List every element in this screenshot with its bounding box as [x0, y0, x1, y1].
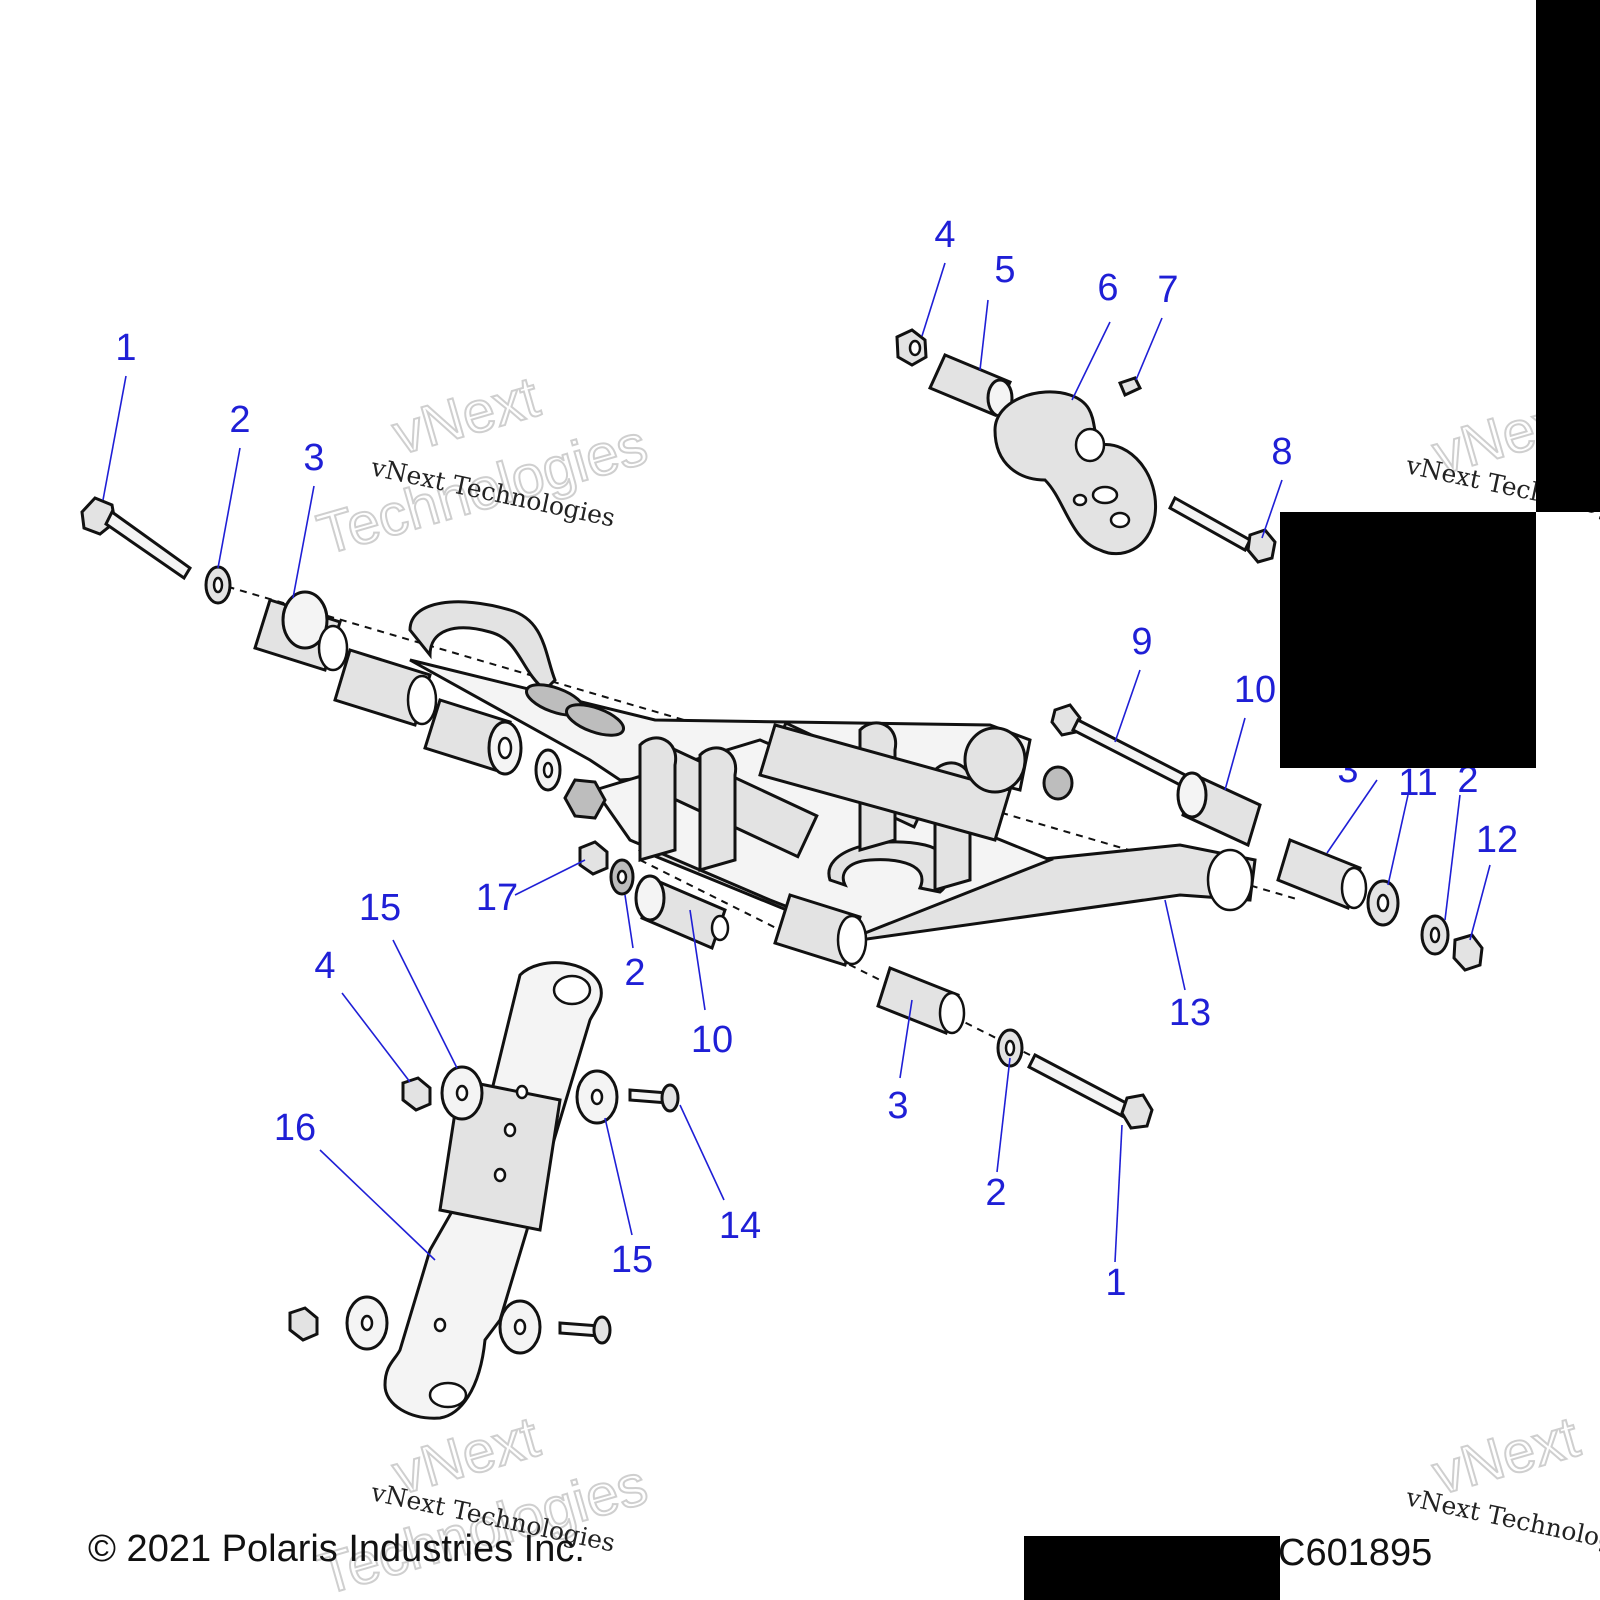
nut-4-lower: [401, 1076, 432, 1112]
washer-2-right: [1420, 914, 1450, 956]
bolt-8: [1168, 495, 1277, 564]
callout-4: 4: [934, 214, 955, 256]
callout-10: 10: [691, 1019, 733, 1061]
bracket-6: [993, 390, 1158, 556]
washer-link-lower-right: [498, 1299, 542, 1355]
callout-1: 1: [115, 327, 136, 369]
callout-12: 12: [1476, 819, 1518, 861]
washer-link-lower-left: [345, 1295, 389, 1351]
callout-6: 6: [1097, 267, 1118, 309]
nut-4-top: [895, 328, 928, 367]
figure-id: C601895: [1278, 1532, 1433, 1574]
redaction-block-right: [1280, 512, 1536, 768]
callout-15: 15: [611, 1239, 653, 1281]
nut-link-lower: [288, 1306, 319, 1342]
callout-2: 2: [229, 399, 250, 441]
bolt-9: [1050, 703, 1198, 793]
grease-fitting-7: [1117, 376, 1143, 398]
callout-2: 2: [1457, 759, 1478, 801]
nut-left-inner: [563, 778, 607, 820]
washer-15-right: [575, 1069, 619, 1125]
washer-2-mid: [609, 858, 635, 896]
callout-14: 14: [719, 1205, 761, 1247]
washer-left-inner: [534, 748, 562, 792]
watermark-small: vNext Technologies: [1403, 1482, 1600, 1562]
washer-11: [1366, 879, 1400, 927]
link-16: [383, 961, 603, 1420]
nut-17: [578, 840, 609, 876]
callout-10: 10: [1234, 669, 1276, 711]
callout-3: 3: [887, 1085, 908, 1127]
callout-16: 16: [274, 1107, 316, 1149]
bolt-14: [628, 1083, 680, 1113]
bushing-3-left: [253, 590, 349, 672]
callout-2: 2: [985, 1172, 1006, 1214]
callout-9: 9: [1131, 621, 1152, 663]
bushing-left-3: [423, 698, 523, 776]
nut-12: [1452, 933, 1484, 972]
callout-11: 11: [1398, 762, 1437, 804]
callout-17: 17: [476, 877, 518, 919]
callout-2: 2: [624, 952, 645, 994]
callout-5: 5: [994, 249, 1015, 291]
bushing-10-right: [1176, 771, 1262, 848]
callout-7: 7: [1157, 269, 1178, 311]
callout-1: 1: [1105, 1262, 1126, 1304]
washer-2-lower: [996, 1028, 1024, 1068]
washer-2-upper: [204, 565, 232, 605]
callout-15: 15: [359, 887, 401, 929]
bushing-left-2: [333, 648, 438, 727]
watermark-top-left: vNext Technologies vNext Technologies: [310, 363, 655, 568]
bolt-1-lower: [1027, 1052, 1154, 1130]
bolt-link-lower: [558, 1315, 612, 1345]
callout-4: 4: [314, 945, 335, 987]
copyright-text: © 2021 Polaris Industries Inc.: [88, 1528, 585, 1570]
bolt-1-upper: [80, 496, 192, 581]
bushing-3-lower: [876, 966, 966, 1035]
bushing-10-lower: [634, 874, 730, 951]
callout-3: 3: [303, 437, 324, 479]
washer-15-left: [440, 1065, 484, 1121]
watermark-bottom-right: vNext vNext Technologies: [1403, 1403, 1600, 1562]
leader-lines: [102, 262, 1491, 1263]
bushing-lower-mid: [773, 893, 868, 967]
redaction-block-bottom: [1024, 1536, 1280, 1600]
bushing-5: [927, 353, 1014, 418]
pivot-tube-right: [758, 723, 1074, 842]
callout-8: 8: [1271, 431, 1292, 473]
redaction-block-top-right: [1536, 0, 1600, 512]
callout-13: 13: [1169, 992, 1211, 1034]
bushing-3-right: [1276, 837, 1368, 911]
